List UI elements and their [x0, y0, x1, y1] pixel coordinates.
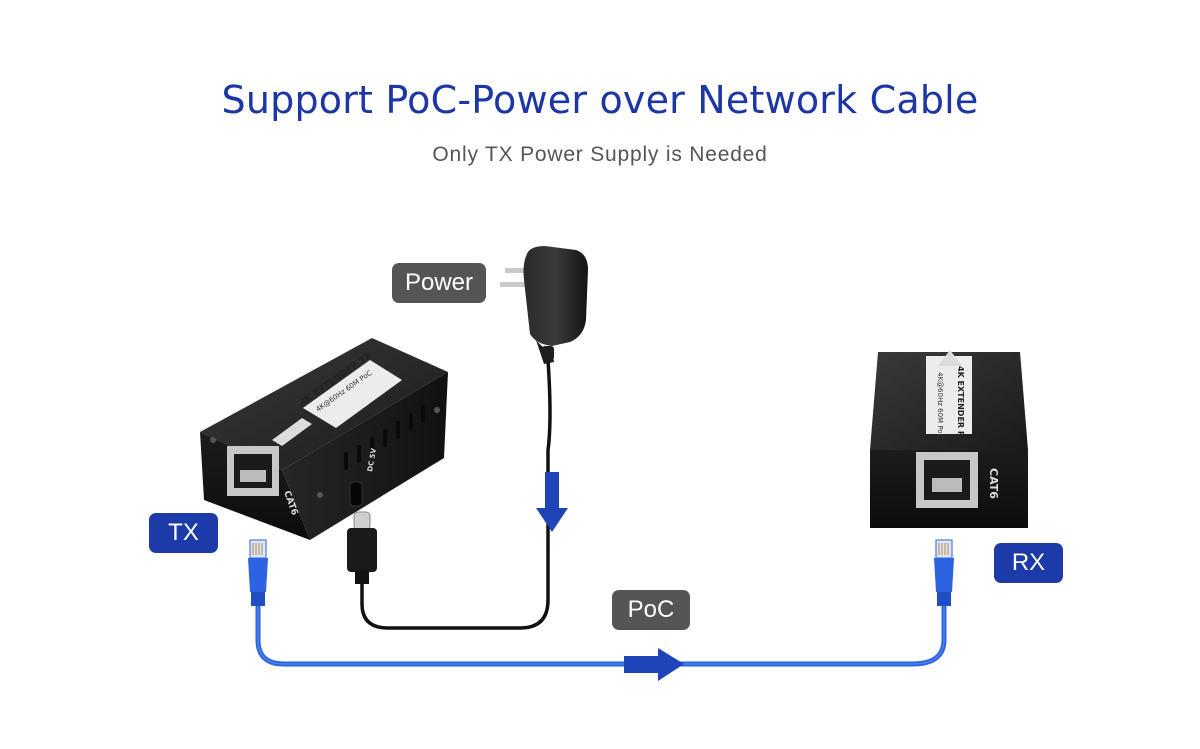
- page-subtitle: Only TX Power Supply is Needed: [432, 143, 768, 166]
- poc-badge: PoC: [612, 590, 690, 630]
- tx-badge: TX: [149, 513, 218, 553]
- power-down-arrow-icon: [536, 472, 568, 532]
- power-badge: Power: [392, 263, 486, 303]
- rx-extender-device: [870, 350, 1028, 528]
- rx-badge: RX: [994, 543, 1063, 583]
- rx-rj45-plug-icon: [934, 539, 954, 606]
- poc-arrow-icon: [624, 648, 684, 681]
- rx-model-label: 4K EXTENDER RX: [956, 366, 965, 444]
- power-cable: [360, 359, 552, 630]
- rx-port-label: CAT6: [987, 468, 1000, 499]
- tx-rj45-plug-icon: [248, 539, 268, 606]
- tx-extender-device: [200, 338, 448, 540]
- power-adapter-icon: [500, 246, 588, 364]
- page-title: Support PoC-Power over Network Cable: [221, 78, 979, 122]
- rx-spec-label: 4K@60Hz 60M PoC: [936, 372, 944, 439]
- usb-c-plug-icon: [347, 511, 377, 584]
- network-cable: [255, 601, 947, 667]
